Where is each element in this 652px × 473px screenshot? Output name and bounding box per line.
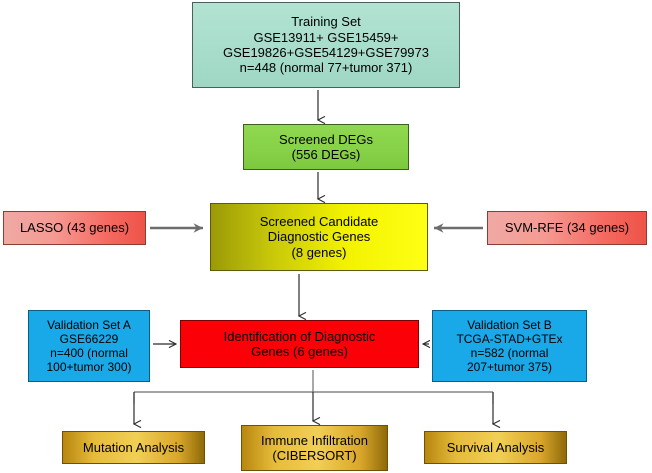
candidate-line-2: (8 genes) [291,244,347,260]
screened-candidate-diagnostic-genes-box[interactable]: Screened Candidate Diagnostic Genes (8 g… [210,203,428,271]
immune-infiltration-line-1: (CIBERSORT) [272,448,357,463]
validation-set-b-box[interactable]: Validation Set B TCGA-STAD+GTEx n=582 (n… [432,310,587,382]
immune-infiltration-line-0: Immune Infiltration [261,432,368,448]
validation-set-a-box[interactable]: Validation Set A GSE66229 n=400 (normal … [28,310,150,382]
mutation-analysis-box[interactable]: Mutation Analysis [62,431,205,464]
training-set-line-3: n=448 (normal 77+tumor 371) [239,60,413,76]
validation-b-line-2: n=582 (normal [470,346,549,360]
validation-a-line-3: 100+tumor 300) [46,360,132,375]
validation-b-line-0: Validation Set B [467,317,552,332]
validation-b-line-3: 207+tumor 375) [466,360,553,375]
survival-analysis-label: Survival Analysis [446,439,545,455]
identification-line-0: Identification of Diagnostic [223,328,376,344]
lasso-label: LASSO (43 genes) [19,220,130,236]
lasso-box[interactable]: LASSO (43 genes) [3,211,146,245]
identification-line-1: Genes (6 genes) [251,344,348,359]
training-set-line-0: Training Set [291,14,361,30]
training-set-box[interactable]: Training Set GSE13911+ GSE15459+ GSE1982… [192,2,460,88]
mutation-analysis-label: Mutation Analysis [82,439,185,455]
validation-b-line-1: TCGA-STAD+GTEx [456,331,563,346]
screened-degs-box[interactable]: Screened DEGs (556 DEGs) [243,124,409,170]
screened-degs-line-1: (556 DEGs) [291,147,361,162]
candidate-line-0: Screened Candidate [259,214,379,229]
identification-of-diagnostic-genes-box[interactable]: Identification of Diagnostic Genes (6 ge… [180,320,419,368]
validation-a-line-1: GSE66229 [59,331,119,346]
svm-rfe-label: SVM-RFE (34 genes) [504,220,630,236]
candidate-line-1: Diagnostic Genes [267,229,371,245]
validation-a-line-2: n=400 (normal [50,346,128,360]
validation-a-line-0: Validation Set A [47,317,131,332]
training-set-line-1: GSE13911+ GSE15459+ [253,29,399,45]
svm-rfe-box[interactable]: SVM-RFE (34 genes) [487,211,647,245]
survival-analysis-box[interactable]: Survival Analysis [424,431,567,464]
screened-degs-line-0: Screened DEGs [279,131,373,147]
immune-infiltration-box[interactable]: Immune Infiltration (CIBERSORT) [241,425,388,471]
training-set-line-2: GSE19826+GSE54129+GSE79973 [223,45,429,60]
